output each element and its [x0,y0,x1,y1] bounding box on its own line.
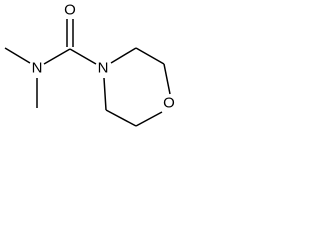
chemical-structure-diagram: O N N O [4,2,175,127]
bond-amide-nitrogen-methyl-1 [4,47,31,64]
atom-label-carbonyl-oxygen: O [64,2,76,19]
bond-ring-c3-to-o [163,63,171,95]
bond-network [4,19,171,127]
bond-ring-c6-to-n [103,77,107,111]
bond-carbon-to-amide-nitrogen [43,48,71,65]
atom-label-amide-nitrogen: N [32,60,43,77]
bond-ring-o-to-c5 [135,111,163,127]
bond-ring-c5-to-c6 [105,109,137,127]
bond-carbon-to-ring-nitrogen [69,48,97,65]
bond-ring-c2-to-c3 [135,47,165,65]
atom-label-ring-nitrogen: N [98,60,109,77]
bond-ring-n-to-c2 [110,47,137,64]
atom-label-ring-oxygen: O [163,95,175,112]
